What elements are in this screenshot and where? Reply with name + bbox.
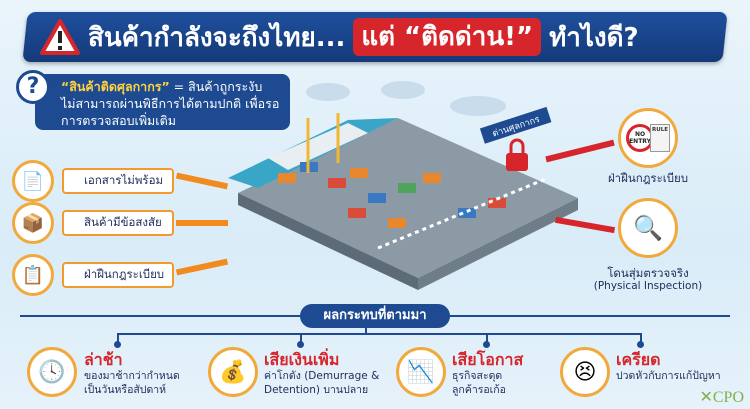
title-part1: สินค้ากำลังจะถึงไทย... bbox=[88, 22, 346, 53]
question-icon: ? bbox=[16, 70, 50, 104]
impact-title: เครียด bbox=[616, 350, 661, 369]
box-question-icon: 📦 bbox=[12, 202, 54, 244]
document-icon: 📄 bbox=[12, 160, 54, 202]
arrow-icon bbox=[175, 258, 229, 276]
title-highlight: แต่ “ติดด่าน!” bbox=[353, 18, 542, 56]
rule-document: RULE bbox=[650, 124, 670, 152]
branch-dot bbox=[297, 341, 304, 348]
arrow-icon bbox=[176, 220, 228, 226]
container-inspection-icon: 🔍 bbox=[618, 198, 678, 258]
cause-violation: ฝ่าฝืนกฎระเบียบ bbox=[62, 262, 174, 288]
impacts-title: ผลกระทบที่ตามมา bbox=[300, 304, 450, 328]
impact-desc: ปวดหัวกับการแก้ปัญหา bbox=[616, 370, 721, 382]
no-entry-doc-icon: 📋 bbox=[12, 254, 54, 296]
lock-icon bbox=[506, 153, 528, 171]
impact-desc: ค่าโกดัง (Demurrage &Detention) บานปลาย bbox=[264, 370, 380, 396]
definition-term: “สินค้าติดศุลกากร” bbox=[61, 79, 170, 94]
money-bag-icon: 💰 bbox=[208, 347, 258, 397]
no-entry-rule-icon: NO ENTRY RULE bbox=[618, 108, 678, 168]
clock-icon: 🕓 bbox=[27, 347, 77, 397]
branch-dot bbox=[114, 341, 121, 348]
definition-text: = สินค้าถูกระงับ ไม่สามารถผ่านพิธีการได้… bbox=[61, 79, 280, 128]
impact-title: เสียโอกาส bbox=[452, 350, 524, 369]
branch-line bbox=[117, 333, 642, 335]
impact-title: ล่าช้า bbox=[84, 350, 123, 369]
branch-line bbox=[365, 326, 367, 334]
branch-dot bbox=[483, 341, 490, 348]
cause-right-inspection-sub: (Physical Inspection) bbox=[593, 280, 703, 292]
title: สินค้ากำลังจะถึงไทย... แต่ “ติดด่าน!” ทำ… bbox=[40, 14, 639, 60]
impact-desc: ของมาช้ากว่ากำหนดเป็นวันหรือสัปดาห์ bbox=[84, 370, 180, 396]
cause-documents: เอกสารไม่พร้อม bbox=[62, 168, 174, 194]
cpo-logo: ✕CPO bbox=[699, 389, 744, 406]
title-part2: ทำไงดี? bbox=[549, 22, 639, 53]
branch-dot bbox=[637, 341, 644, 348]
branch-line bbox=[300, 333, 302, 343]
cause-right-inspection: โดนสุ่มตรวจจริง bbox=[607, 266, 689, 280]
branch-line bbox=[486, 333, 488, 343]
chart-down-icon: 📉 bbox=[396, 347, 446, 397]
cause-label: เอกสารไม่พร้อม bbox=[84, 173, 164, 187]
port-illustration: ด่านศุลกากร bbox=[228, 81, 578, 290]
arrow-icon bbox=[175, 172, 229, 190]
cause-label: สินค้ามีข้อสงสัย bbox=[84, 215, 162, 229]
impact-title: เสียเงินเพิ่ม bbox=[264, 350, 340, 369]
cause-right-violation: ฝ่าฝืนกฎระเบียบ bbox=[607, 171, 689, 185]
no-entry-sign: NO ENTRY bbox=[626, 124, 654, 152]
cause-suspicious: สินค้ามีข้อสงสัย bbox=[62, 210, 174, 236]
warning-icon bbox=[40, 19, 80, 55]
stressed-person-icon: 😣 bbox=[560, 347, 610, 397]
definition-box: “สินค้าติดศุลกากร” = สินค้าถูกระงับ ไม่ส… bbox=[35, 74, 290, 130]
branch-line bbox=[117, 333, 119, 343]
cause-label: ฝ่าฝืนกฎระเบียบ bbox=[84, 267, 165, 281]
branch-line bbox=[640, 333, 642, 343]
impact-desc: ธุรกิจสะดุดลูกค้ารอเก้อ bbox=[452, 370, 506, 396]
